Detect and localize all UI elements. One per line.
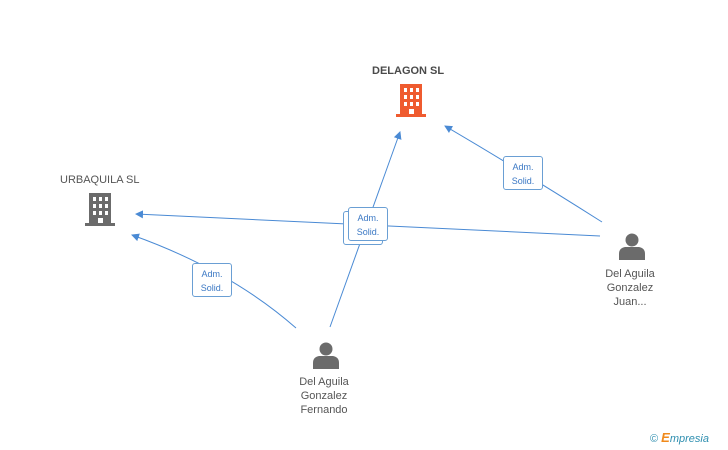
brand-logo-e: E — [661, 430, 670, 445]
person-name-line: Gonzalez — [606, 282, 654, 294]
edge-label-line: Adm. — [512, 162, 534, 172]
building-icon-urbaquila[interactable] — [84, 191, 116, 227]
company-label-delagon[interactable]: DELAGON SL — [372, 65, 445, 77]
brand-logo-text: mpresia — [669, 433, 709, 445]
edge-label-line: Solid. — [200, 283, 224, 293]
person-name-line: Del Aguila — [605, 268, 655, 280]
person-name-fernando[interactable]: Del Aguila Gonzalez Fernando — [279, 375, 369, 417]
edge-label-line: Solid. — [511, 176, 535, 186]
edge-label-line: Adm. — [201, 269, 223, 279]
person-name-line: Juan... — [613, 296, 647, 308]
edge-label-juan-urbaquila[interactable]: Adm. Solid. — [348, 207, 388, 241]
person-name-line: Gonzalez — [300, 390, 348, 402]
edge-label-fernando-urbaquila[interactable]: Adm. Solid. — [192, 263, 232, 297]
edge-label-line: Adm. — [357, 213, 379, 223]
edge-label-line: Solid. — [356, 227, 380, 237]
person-icon-juan[interactable] — [618, 232, 646, 260]
brand-watermark: © Empresia — [650, 430, 709, 445]
company-label-urbaquila[interactable]: URBAQUILA SL — [60, 174, 140, 186]
person-icon-fernando[interactable] — [312, 341, 340, 369]
person-name-line: Fernando — [300, 404, 348, 416]
person-name-line: Del Aguila — [299, 376, 349, 388]
edge-label-juan-delagon[interactable]: Adm. Solid. — [503, 156, 543, 190]
person-name-juan[interactable]: Del Aguila Gonzalez Juan... — [585, 267, 675, 309]
building-icon-delagon[interactable] — [395, 82, 427, 118]
copyright-symbol: © — [650, 433, 659, 445]
